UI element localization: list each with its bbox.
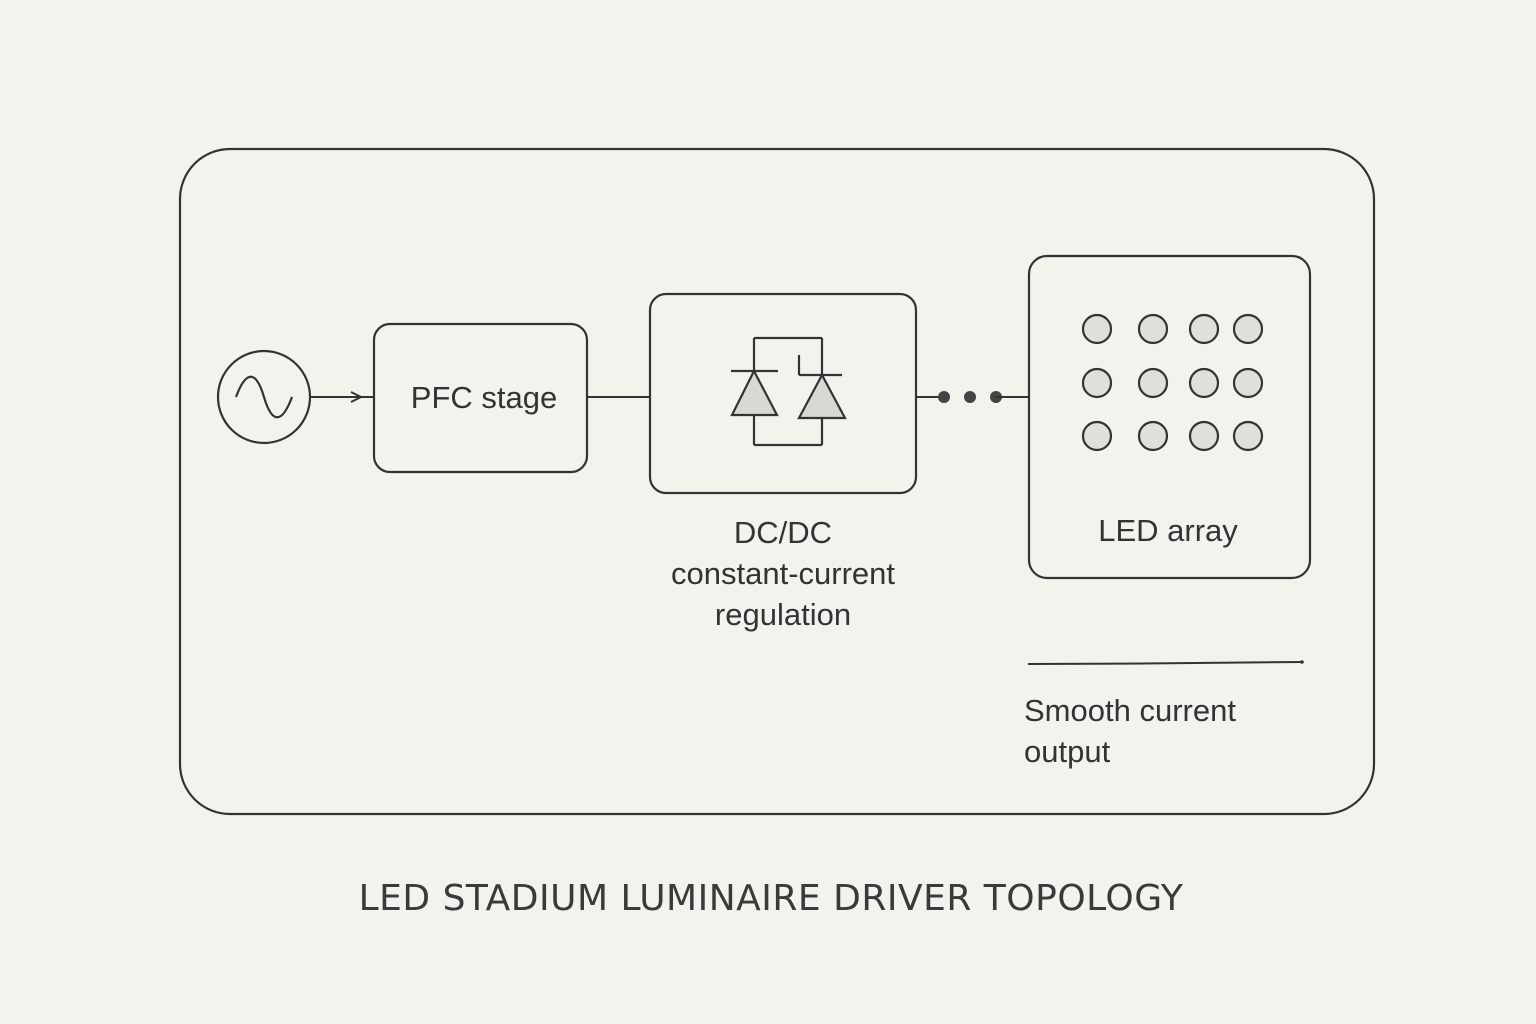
led-dot-icon (1188, 313, 1220, 345)
smooth-current-line (1027, 661, 1303, 665)
ac-source-icon (216, 349, 312, 445)
led-dot-icon (1081, 313, 1113, 345)
led-array-label: LED array (1098, 513, 1238, 548)
dcdc-label-line1: DC/DC (734, 515, 832, 550)
led-dot-icon (1188, 420, 1220, 452)
led-dot-icon (1081, 420, 1113, 452)
led-dot-icon (1081, 367, 1113, 399)
dcdc-block (648, 292, 918, 495)
smooth-current-line-end (1300, 660, 1304, 664)
led-dot-icon (1137, 367, 1169, 399)
pfc-stage-label: PFC stage (411, 380, 557, 415)
diode-pair-icon (730, 336, 847, 447)
output-label-line2: output (1024, 734, 1111, 769)
led-dot-icon (1137, 313, 1169, 345)
led-dot-icon (1232, 367, 1264, 399)
dcdc-label-line2: constant-current (671, 556, 895, 591)
led-dot-icon (1232, 420, 1264, 452)
diagram-caption: LED STADIUM LUMINAIRE DRIVER TOPOLOGY (359, 878, 1184, 919)
dcdc-label-line3: regulation (715, 597, 851, 632)
led-dot-icon (1137, 420, 1169, 452)
output-label-line1: Smooth current (1024, 693, 1236, 728)
connector-dot (964, 391, 976, 403)
led-grid (1081, 313, 1264, 452)
led-dot-icon (1232, 313, 1264, 345)
connector-dot (938, 391, 950, 403)
led-array-block (1027, 254, 1312, 580)
connector-dcdc-to-led (916, 391, 1029, 403)
led-dot-icon (1188, 367, 1220, 399)
outer-frame (178, 147, 1376, 816)
